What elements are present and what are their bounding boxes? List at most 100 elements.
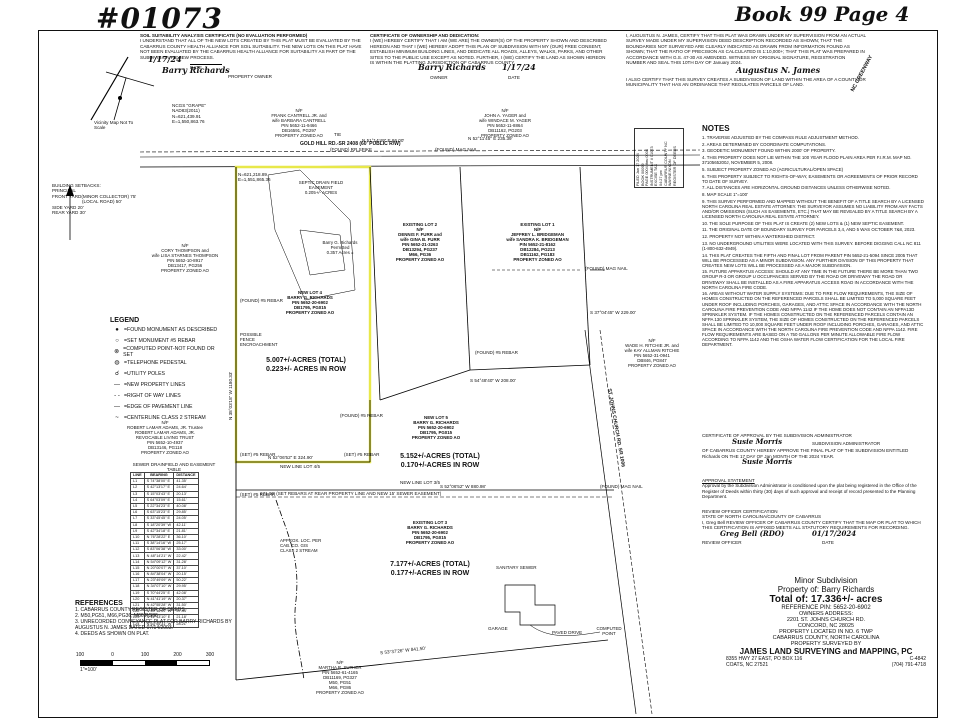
legend-item: —=EDGE OF PAVEMENT LINE [110, 401, 220, 412]
dim-top-1: N 51°14'49" E 86.00' [362, 138, 405, 143]
notes-list: 1. TRAVERSE ADJUSTED BY THE COMPASS RULE… [702, 135, 924, 347]
building-setbacks: BUILDING SETBACKS: PRINCIPAL FRONT YARD(… [52, 183, 162, 215]
tag-mag-top: (FOUND) MAG NAIL [435, 147, 478, 152]
computed-point-label: COMPUTED POINT [596, 626, 622, 636]
lot-4-acres-total: 5.007+/-ACRES (TOTAL) [266, 357, 346, 364]
note-item: 10. THE SOLE PURPOSE OF THIS PLAT IS CRE… [702, 220, 905, 226]
sanitary-label: SANITARY SEWER [496, 565, 537, 570]
title-line1: Minor Subdivision [794, 576, 858, 585]
dim-top-2: N 52°11'45" E 235.39' [468, 136, 513, 141]
scale-tick-label: 0 [111, 652, 114, 658]
reference-item: 3. UNRECORDED CONVEYANCE PLAT FOR BARRY … [75, 619, 232, 631]
review-officer-date: 01/17/2024 [812, 528, 857, 538]
review-officer-title: REVIEW OFFICER CERTIFICATION [702, 509, 778, 514]
legend: LEGEND ●=FOUND MONUMENT AS DESCRIBED○=SE… [110, 317, 220, 423]
legend-item: —=NEW PROPERTY LINES [110, 379, 220, 390]
firm-phone: (704) 791-4718 [891, 662, 926, 668]
book-page: Book 99 Page 4 [735, 2, 910, 26]
reference-item: 1. CABARRUS COUNTY REGISTER OF DEEDS [75, 607, 185, 613]
reference-item: 2. M50,PG51, M66,PG36, M66,PG86 [75, 613, 158, 619]
soil-cert-owner-label: PROPERTY OWNER [228, 74, 272, 80]
tag-mag-3: (FOUND) MAG NAIL [600, 484, 643, 489]
legend-symbol-icon: ● [115, 326, 119, 333]
vicinity-map [90, 56, 155, 121]
review-officer-date-label: DATE [822, 539, 834, 545]
soil-cert-signature: Barry Richards [162, 65, 230, 76]
title-block: Minor Subdivision Property of: Barry Ric… [726, 576, 926, 668]
rear-line-label: 671.00' (SET REBARS AT REAR PROPERTY LIN… [260, 491, 442, 496]
tag-found-2: (FOUND) #5 REBAR [340, 413, 383, 418]
tag-set-3: (SET) #5 REBAR [240, 492, 276, 497]
lot-3-acres-total: 7.177+/-ACRES (TOTAL) [390, 561, 470, 568]
ownership-certificate: CERTIFICATE OF OWNERSHIP AND DEDICATION:… [370, 33, 610, 81]
stream-label: APPROX. LOC. PER CAB. CO. GIS CLASS 2 ST… [280, 538, 322, 553]
title-line2: Property of: Barry Richards [777, 585, 875, 594]
dim-west: N 38°03'18" W 1180.33' [228, 371, 233, 420]
gold-hill-road-label: GOLD HILL RD.-SR 2408 (60' PUBLIC R/W) [300, 141, 401, 147]
subdivision-approval-body: OF CABARRUS COUNTY HEREBY APPROVE THE FI… [702, 448, 909, 459]
owner-cert-date-label: DATE [508, 75, 520, 81]
tie-label: TIE [334, 132, 342, 137]
soil-certificate: SOIL SUITABILITY ANALYSIS CERTIFICATE (N… [140, 33, 362, 82]
lot-5-acres-total: 5.152+/-ACRES (TOTAL) [400, 453, 480, 460]
note-item: 11. THE ORIGINAL DATE OF BOUNDARY SURVEY… [702, 227, 916, 233]
legend-symbol-icon: — [114, 381, 120, 388]
scale-tick-label: 200 [173, 652, 182, 658]
legend-label: =SET MONUMENT #5 REBAR [124, 337, 196, 344]
note-item: 1. TRAVERSE ADJUSTED BY THE COMPASS RULE… [702, 135, 859, 140]
scale-tick-label: 300 [205, 652, 215, 658]
point-coords: N=621,218.89 E=1,551,865.36 [238, 172, 271, 183]
approval-statement-body: Approval by the Subdivision Administrato… [702, 483, 917, 500]
surveyor-cert-body: I, AUGUSTUS N. JAMES, CERTIFY THAT THIS … [626, 33, 866, 66]
admin-label: SUBDIVISION ADMINISTRATOR [812, 441, 881, 447]
approval-statement-title: APPROVAL STATEMENT [702, 478, 755, 483]
firm-license: C-4842 [909, 656, 926, 662]
owner-cert-signature: Barry Richards [418, 62, 486, 73]
reference-item: 4. DEEDS AS SHOWN ON PLAT. [75, 631, 150, 637]
setbacks-side: SIDE YARD 20' [52, 204, 84, 210]
tag-set-2: (SET) #5 REBAR [344, 452, 380, 457]
easement-table-title: SEWER DRAINFIELD AND EASEMENT TABLE [132, 462, 216, 472]
legend-label: =COMPUTED POINT-NOT FOUND OR SET [123, 345, 215, 358]
owner-address-1: 2201 ST. JOHNS CHURCH RD. [786, 617, 866, 623]
surveyor-certificate: I, AUGUSTUS N. JAMES, CERTIFY THAT THIS … [626, 33, 866, 88]
review-officer-signature: Greg Bell (RDO) [720, 528, 785, 538]
easement-label: SEPTIC DRAIN FIELD EASEMENT 0.205+/- ACR… [298, 180, 344, 195]
scale-text: 1"=100' [80, 667, 97, 673]
legend-symbol-icon: ~ [115, 414, 119, 421]
table-cell: 28.21' [173, 620, 199, 628]
tag-found-3: (FOUND) #5 REBAR [475, 350, 518, 355]
legend-symbol-icon: — [114, 403, 120, 410]
note-item: 2. AREAS DETERMINED BY COORDINATE COMPUT… [702, 141, 827, 147]
firm-address-2: COATS, NC 27521 [726, 662, 769, 668]
scale-tick-label: 100 [140, 652, 150, 658]
soil-cert-body: I UNDERSTAND THAT ALL OF THE NEW LOTS CR… [140, 38, 362, 60]
note-item: 16. AREAS WITHOUT WATER SUPPLY SYSTEMS: … [702, 291, 924, 348]
garage-label: GARAGE [488, 626, 508, 631]
dim-lot45-mid: S 54°48'40" W 208.00' [470, 378, 516, 383]
legend-item: - -=RIGHT OF WAY LINES [110, 390, 220, 401]
references: REFERENCES 1. CABARRUS COUNTY REGISTER O… [75, 600, 235, 637]
note-item: 14. THIS PLAT CREATES THE FIFTH AND FINA… [702, 252, 918, 268]
dim-lot3-rear: S 52°06'52" W 880.98' [440, 484, 486, 489]
note-item: 5. SUBJECT PROPERTY ZONED AO (AGRICULTUR… [702, 166, 844, 172]
lot-3-label: EXISTING LOT 3 BARRY G. RICHARDS PIN 565… [405, 520, 455, 545]
references-title: REFERENCES [75, 600, 123, 607]
setbacks-principal: PRINCIPAL [52, 188, 76, 194]
dim-lot4-bottom: N 52°06'52" E 324.90' [268, 455, 313, 460]
location-2: CABARRUS COUNTY, NORTH CAROLINA [772, 635, 880, 641]
road-row-line-bottom [139, 164, 701, 168]
lot-3-acres-row: 0.177+/-ACRES IN ROW [390, 570, 470, 577]
legend-item: ○=SET MONUMENT #5 REBAR [110, 335, 220, 346]
owner-cert-date-value: 1/17/24 [502, 62, 536, 73]
sheet-border [38, 30, 938, 718]
surveyor-cert-second: I ALSO CERTIFY THAT THIS SURVEY CREATES … [626, 76, 866, 88]
scale-tick-label: 100 [75, 652, 85, 658]
owner-address-2: CONCORD, NC 28025 [797, 623, 855, 629]
note-item: 6. THIS PROPERTY SUBJECT TO RIGHTS-OF-WA… [702, 173, 918, 184]
title-ref-pin: REFERENCE PIN: 5652-20-6902 [781, 605, 871, 611]
note-item: 15. FUTURE APPARATUS ACCESS: SHOULD AT A… [702, 269, 919, 290]
